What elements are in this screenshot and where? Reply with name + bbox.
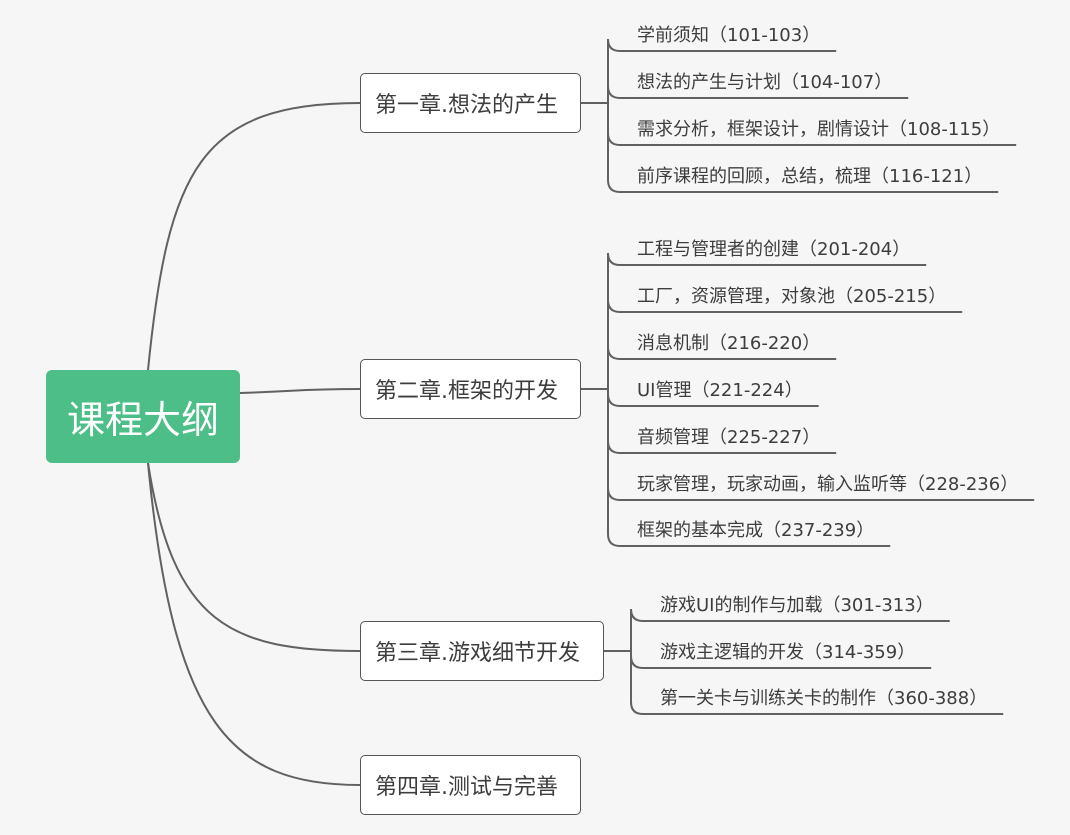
topic-label: 游戏UI的制作与加载（301-313）	[660, 595, 934, 616]
topic-item[interactable]: 前序课程的回顾，总结，梳理（116-121）	[637, 164, 982, 190]
topic-label: 音频管理（225-227）	[637, 427, 821, 448]
root-node[interactable]: 课程大纲	[46, 370, 240, 463]
topic-label: 工程与管理者的创建（201-204）	[637, 239, 911, 260]
chapter-title: 第一章.想法的产生	[375, 93, 558, 118]
topic-label: 学前须知（101-103）	[637, 25, 821, 46]
topic-label: 框架的基本完成（237-239）	[637, 520, 875, 541]
topic-item[interactable]: 游戏UI的制作与加载（301-313）	[660, 593, 934, 619]
topic-underline	[630, 608, 950, 622]
topic-item[interactable]: 工程与管理者的创建（201-204）	[637, 237, 910, 263]
topic-underline	[607, 346, 837, 360]
topic-underline	[607, 440, 837, 454]
topic-label: UI管理（221-224）	[637, 380, 803, 401]
topic-label: 前序课程的回顾，总结，梳理（116-121）	[637, 166, 983, 187]
topic-item[interactable]: UI管理（221-224）	[637, 378, 803, 404]
chapter-link	[147, 102, 361, 371]
topic-item[interactable]: 音频管理（225-227）	[637, 425, 820, 451]
chapter-node-1[interactable]: 第一章.想法的产生	[360, 73, 581, 133]
topic-underline	[607, 533, 891, 547]
chapter-title: 第二章.框架的开发	[375, 379, 558, 404]
topic-item[interactable]: 工厂，资源管理，对象池（205-215）	[637, 284, 946, 310]
topic-underline	[607, 393, 819, 407]
topic-underline	[607, 38, 837, 52]
topic-label: 第一关卡与训练关卡的制作（360-388）	[660, 688, 988, 709]
topic-underline	[607, 132, 1017, 146]
topic-label: 消息机制（216-220）	[637, 333, 821, 354]
topic-item[interactable]: 需求分析，框架设计，剧情设计（108-115）	[637, 117, 1000, 143]
topic-label: 玩家管理，玩家动画，输入监听等（228-236）	[637, 474, 1019, 495]
topic-underline	[607, 179, 999, 193]
topic-item[interactable]: 玩家管理，玩家动画，输入监听等（228-236）	[637, 472, 1018, 498]
chapter-node-3[interactable]: 第三章.游戏细节开发	[360, 621, 604, 681]
chapter-title: 第三章.游戏细节开发	[375, 641, 580, 666]
chapter-node-2[interactable]: 第二章.框架的开发	[360, 359, 581, 419]
topic-underline	[607, 299, 963, 313]
chapter-node-4[interactable]: 第四章.测试与完善	[360, 755, 581, 815]
root-label: 课程大纲	[66, 398, 219, 442]
topic-label: 需求分析，框架设计，剧情设计（108-115）	[637, 119, 1001, 140]
topic-item[interactable]: 学前须知（101-103）	[637, 23, 820, 49]
topic-item[interactable]: 想法的产生与计划（104-107）	[637, 70, 892, 96]
topic-item[interactable]: 框架的基本完成（237-239）	[637, 518, 874, 544]
chapter-link	[147, 462, 361, 652]
topic-underline	[607, 252, 927, 266]
topic-underline	[607, 487, 1035, 501]
topic-item[interactable]: 消息机制（216-220）	[637, 331, 820, 357]
chapter-link	[239, 388, 361, 394]
topic-item[interactable]: 第一关卡与训练关卡的制作（360-388）	[660, 686, 987, 712]
topic-underline	[630, 655, 932, 669]
chapter-title: 第四章.测试与完善	[375, 775, 558, 800]
topic-item[interactable]: 游戏主逻辑的开发（314-359）	[660, 640, 915, 666]
topic-underline	[607, 85, 909, 99]
topic-label: 游戏主逻辑的开发（314-359）	[660, 642, 916, 663]
topic-underline	[630, 701, 1004, 715]
topic-label: 工厂，资源管理，对象池（205-215）	[637, 286, 947, 307]
topic-label: 想法的产生与计划（104-107）	[637, 72, 893, 93]
chapter-link	[147, 462, 361, 786]
